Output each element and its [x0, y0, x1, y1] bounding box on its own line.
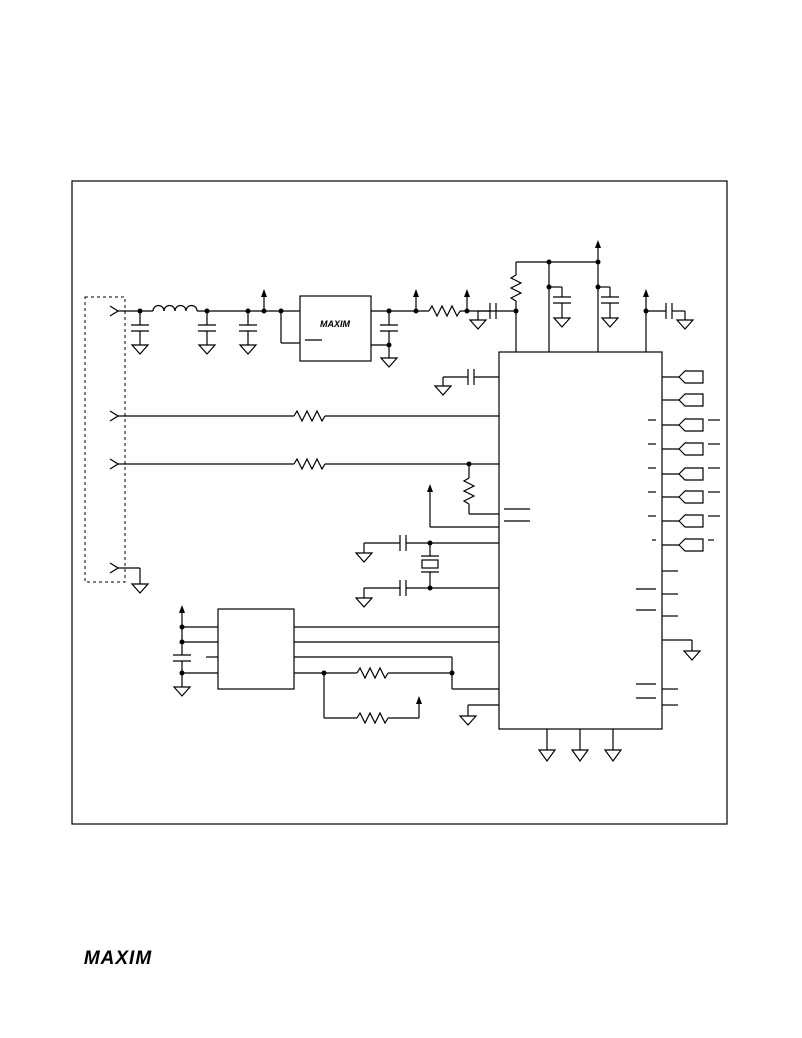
resistor-icon	[428, 304, 461, 318]
resistor-icon	[356, 666, 389, 680]
maxim-logo: MAXIM	[84, 948, 153, 969]
supply-arrow-icon	[260, 288, 268, 312]
vcc-decoupling	[509, 239, 694, 352]
connector-pin-3	[109, 458, 119, 470]
power-input-filter	[118, 304, 300, 314]
regulator-ic-label: MAXIM	[320, 319, 351, 329]
connector-housing	[84, 296, 126, 583]
crystal-icon	[421, 540, 439, 591]
inductor-icon	[152, 304, 198, 312]
resistor-icon	[293, 457, 326, 471]
memory-ic-section	[173, 604, 499, 726]
connector-pin-1	[109, 305, 119, 317]
regulator-output	[371, 288, 516, 368]
connector-pin-2	[109, 410, 119, 422]
capacitor-icon	[131, 311, 149, 355]
diagram-frame	[71, 180, 728, 825]
regulator-ic	[299, 295, 372, 362]
memory-ic	[217, 608, 295, 690]
ic-right-outputs	[636, 370, 720, 706]
ic-left-connections	[118, 369, 530, 608]
ic-bottom-grounds	[537, 729, 623, 763]
resistor-icon	[462, 477, 476, 505]
resistor-icon	[509, 274, 523, 302]
capacitor-icon	[198, 311, 216, 355]
resistor-icon	[356, 711, 389, 725]
main-controller-ic	[498, 351, 663, 730]
resistor-icon	[293, 409, 326, 423]
connector-pin-4	[109, 562, 119, 574]
capacitor-icon	[239, 311, 257, 355]
